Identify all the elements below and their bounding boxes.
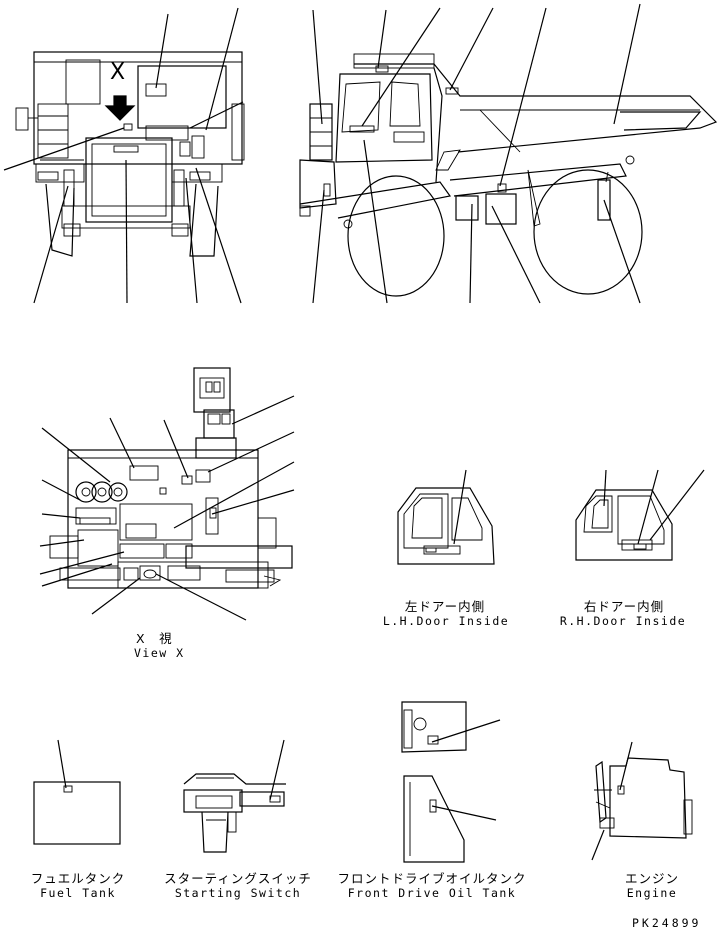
view-x-label-jp: X 視 bbox=[136, 631, 173, 646]
engine-label-jp: エンジン bbox=[624, 871, 680, 886]
rh-door-drawing bbox=[575, 469, 705, 561]
front-drive-oil-tank-label-jp: フロントドライブオイルタンク bbox=[337, 871, 527, 886]
view-x-label-en: View X bbox=[134, 646, 185, 660]
marker-letter-x: X bbox=[110, 60, 126, 85]
engine-drawing bbox=[591, 741, 693, 861]
rh-door-label-en: R.H.Door Inside bbox=[559, 614, 687, 628]
fuel-tank-label-jp: フュエルタンク bbox=[30, 871, 126, 886]
fuel-tank-label-en: Fuel Tank bbox=[40, 886, 116, 900]
engine-label-en: Engine bbox=[626, 886, 678, 900]
drawing-number: PK24899 bbox=[632, 916, 702, 930]
fuel-tank-drawing bbox=[33, 739, 121, 845]
rh-door-label-jp: 右ドアー内側 bbox=[583, 599, 665, 614]
lh-door-label-en: L.H.Door Inside bbox=[382, 614, 510, 628]
lh-door-drawing bbox=[397, 469, 495, 565]
front-drive-oil-tank-label-en: Front Drive Oil Tank bbox=[347, 886, 517, 900]
front-drive-oil-tank-drawing bbox=[401, 701, 501, 863]
starting-switch-label-en: Starting Switch bbox=[174, 886, 302, 900]
side-view-truck bbox=[299, 3, 718, 304]
view-x-dashboard bbox=[39, 367, 295, 621]
lh-door-label-jp: 左ドアー内側 bbox=[404, 599, 486, 614]
starting-switch-label-jp: スターティングスイッチ bbox=[164, 871, 312, 886]
front-view-truck bbox=[3, 7, 245, 304]
starting-switch-drawing bbox=[183, 739, 286, 853]
